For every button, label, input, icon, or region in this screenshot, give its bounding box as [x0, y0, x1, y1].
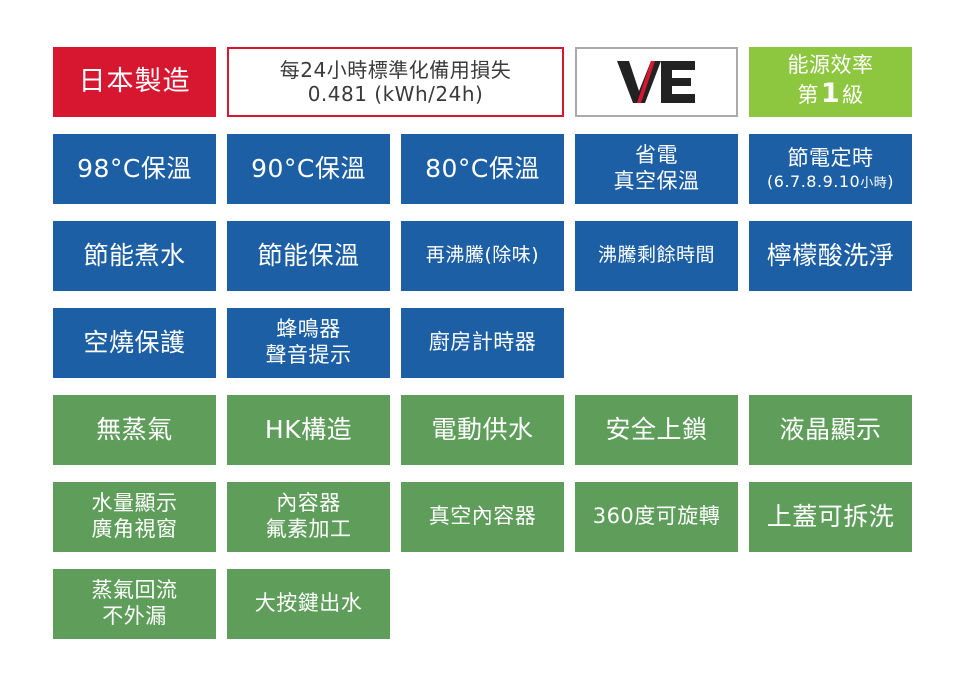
feature-label: 真空內容器: [428, 504, 537, 529]
feature-label: 空燒保護: [83, 327, 186, 357]
feature-label-line2: 不外漏: [102, 604, 167, 628]
feature-label: 液晶顯示: [779, 414, 882, 444]
made-in-japan-text: 日本製造: [78, 65, 191, 97]
feature-vacuum-inner-pot: 真空內容器: [401, 482, 564, 552]
feature-label: 檸檬酸洗淨: [766, 240, 895, 270]
feature-label-line1: 節電定時: [787, 146, 874, 171]
feature-power-save-timer: 節電定時 (6.7.8.9.10小時): [749, 134, 912, 204]
feature-label-line2: (6.7.8.9.10小時): [767, 172, 894, 192]
feature-keep-warm-90: 90°C保溫: [227, 134, 390, 204]
feature-big-dispense-button: 大按鍵出水: [227, 569, 390, 639]
feature-eco-boil: 節能煮水: [53, 221, 216, 291]
energy-efficiency-badge: 能源效率 第1級: [749, 47, 912, 117]
feature-label: 大按鍵出水: [254, 591, 363, 616]
ve-logo-badge: VE: [575, 47, 738, 117]
standby-loss-title: 每24小時標準化備用損失: [279, 57, 512, 82]
feature-label-line2: 廣角視窗: [91, 517, 178, 541]
feature-fluorine-coated-pot: 內容器 氟素加工: [227, 482, 390, 552]
feature-keep-warm-80: 80°C保溫: [401, 134, 564, 204]
feature-label: 沸騰剩餘時間: [597, 244, 715, 267]
feature-dry-boil-protection: 空燒保護: [53, 308, 216, 378]
feature-reboil: 再沸騰(除味): [401, 221, 564, 291]
ve-logo-icon: VE: [615, 57, 695, 103]
feature-lcd-display: 液晶顯示: [749, 395, 912, 465]
feature-safety-lock: 安全上鎖: [575, 395, 738, 465]
feature-eco-keep-warm: 節能保溫: [227, 221, 390, 291]
feature-label: 98°C保溫: [77, 153, 192, 183]
feature-label: 無蒸氣: [96, 414, 173, 444]
standby-loss-badge: 每24小時標準化備用損失 0.481 (kWh/24h): [227, 47, 564, 117]
feature-label-line1: 蒸氣回流: [91, 578, 178, 603]
feature-buzzer-alert: 蜂鳴器 聲音提示: [227, 308, 390, 378]
feature-label: 80°C保溫: [425, 153, 540, 183]
feature-label: 節能保溫: [257, 240, 360, 270]
feature-label: 廚房計時器: [428, 330, 537, 355]
feature-water-level-window: 水量顯示 廣角視窗: [53, 482, 216, 552]
feature-hk-structure: HK構造: [227, 395, 390, 465]
feature-label: 再沸騰(除味): [425, 244, 540, 267]
feature-label-line1: 省電: [635, 143, 678, 168]
grade-prefix: 第: [797, 83, 819, 108]
feature-no-steam: 無蒸氣: [53, 395, 216, 465]
feature-removable-lid: 上蓋可拆洗: [749, 482, 912, 552]
feature-label: 360度可旋轉: [592, 504, 721, 529]
feature-boil-remaining-time: 沸騰剩餘時間: [575, 221, 738, 291]
feature-label-line1: 水量顯示: [91, 491, 178, 516]
feature-label: 節能煮水: [83, 240, 186, 270]
feature-vacuum-insulation: 省電 真空保溫: [575, 134, 738, 204]
feature-label-line1: 蜂鳴器: [276, 317, 341, 342]
feature-steam-no-leak: 蒸氣回流 不外漏: [53, 569, 216, 639]
feature-label: 90°C保溫: [251, 153, 366, 183]
grade-suffix: 級: [842, 83, 864, 108]
grade-number: 1: [820, 78, 841, 110]
feature-label: 上蓋可拆洗: [766, 501, 895, 531]
standby-loss-value: 0.481 (kWh/24h): [307, 82, 484, 106]
energy-efficiency-label: 能源效率: [787, 52, 874, 77]
timer-unit: 小時: [860, 175, 888, 191]
feature-label: 電動供水: [431, 414, 534, 444]
feature-label: HK構造: [264, 414, 353, 444]
feature-label-line2: 氟素加工: [265, 517, 352, 541]
feature-360-rotation: 360度可旋轉: [575, 482, 738, 552]
feature-label-line2: 真空保溫: [613, 169, 700, 193]
energy-grade: 第1級: [797, 78, 863, 111]
feature-keep-warm-98: 98°C保溫: [53, 134, 216, 204]
feature-label: 安全上鎖: [605, 414, 708, 444]
feature-grid: 日本製造 每24小時標準化備用損失 0.481 (kWh/24h) VE 能源效…: [53, 47, 912, 639]
feature-label-line1: 內容器: [276, 491, 341, 516]
feature-kitchen-timer: 廚房計時器: [401, 308, 564, 378]
feature-label-line2: 聲音提示: [265, 343, 352, 367]
timer-hours: (6.7.8.9.10: [767, 171, 861, 191]
feature-electric-dispense: 電動供水: [401, 395, 564, 465]
timer-close-paren: ): [887, 171, 894, 191]
ve-logo-text: VE: [615, 57, 617, 58]
feature-citric-acid-clean: 檸檬酸洗淨: [749, 221, 912, 291]
made-in-japan-badge: 日本製造: [53, 47, 216, 117]
